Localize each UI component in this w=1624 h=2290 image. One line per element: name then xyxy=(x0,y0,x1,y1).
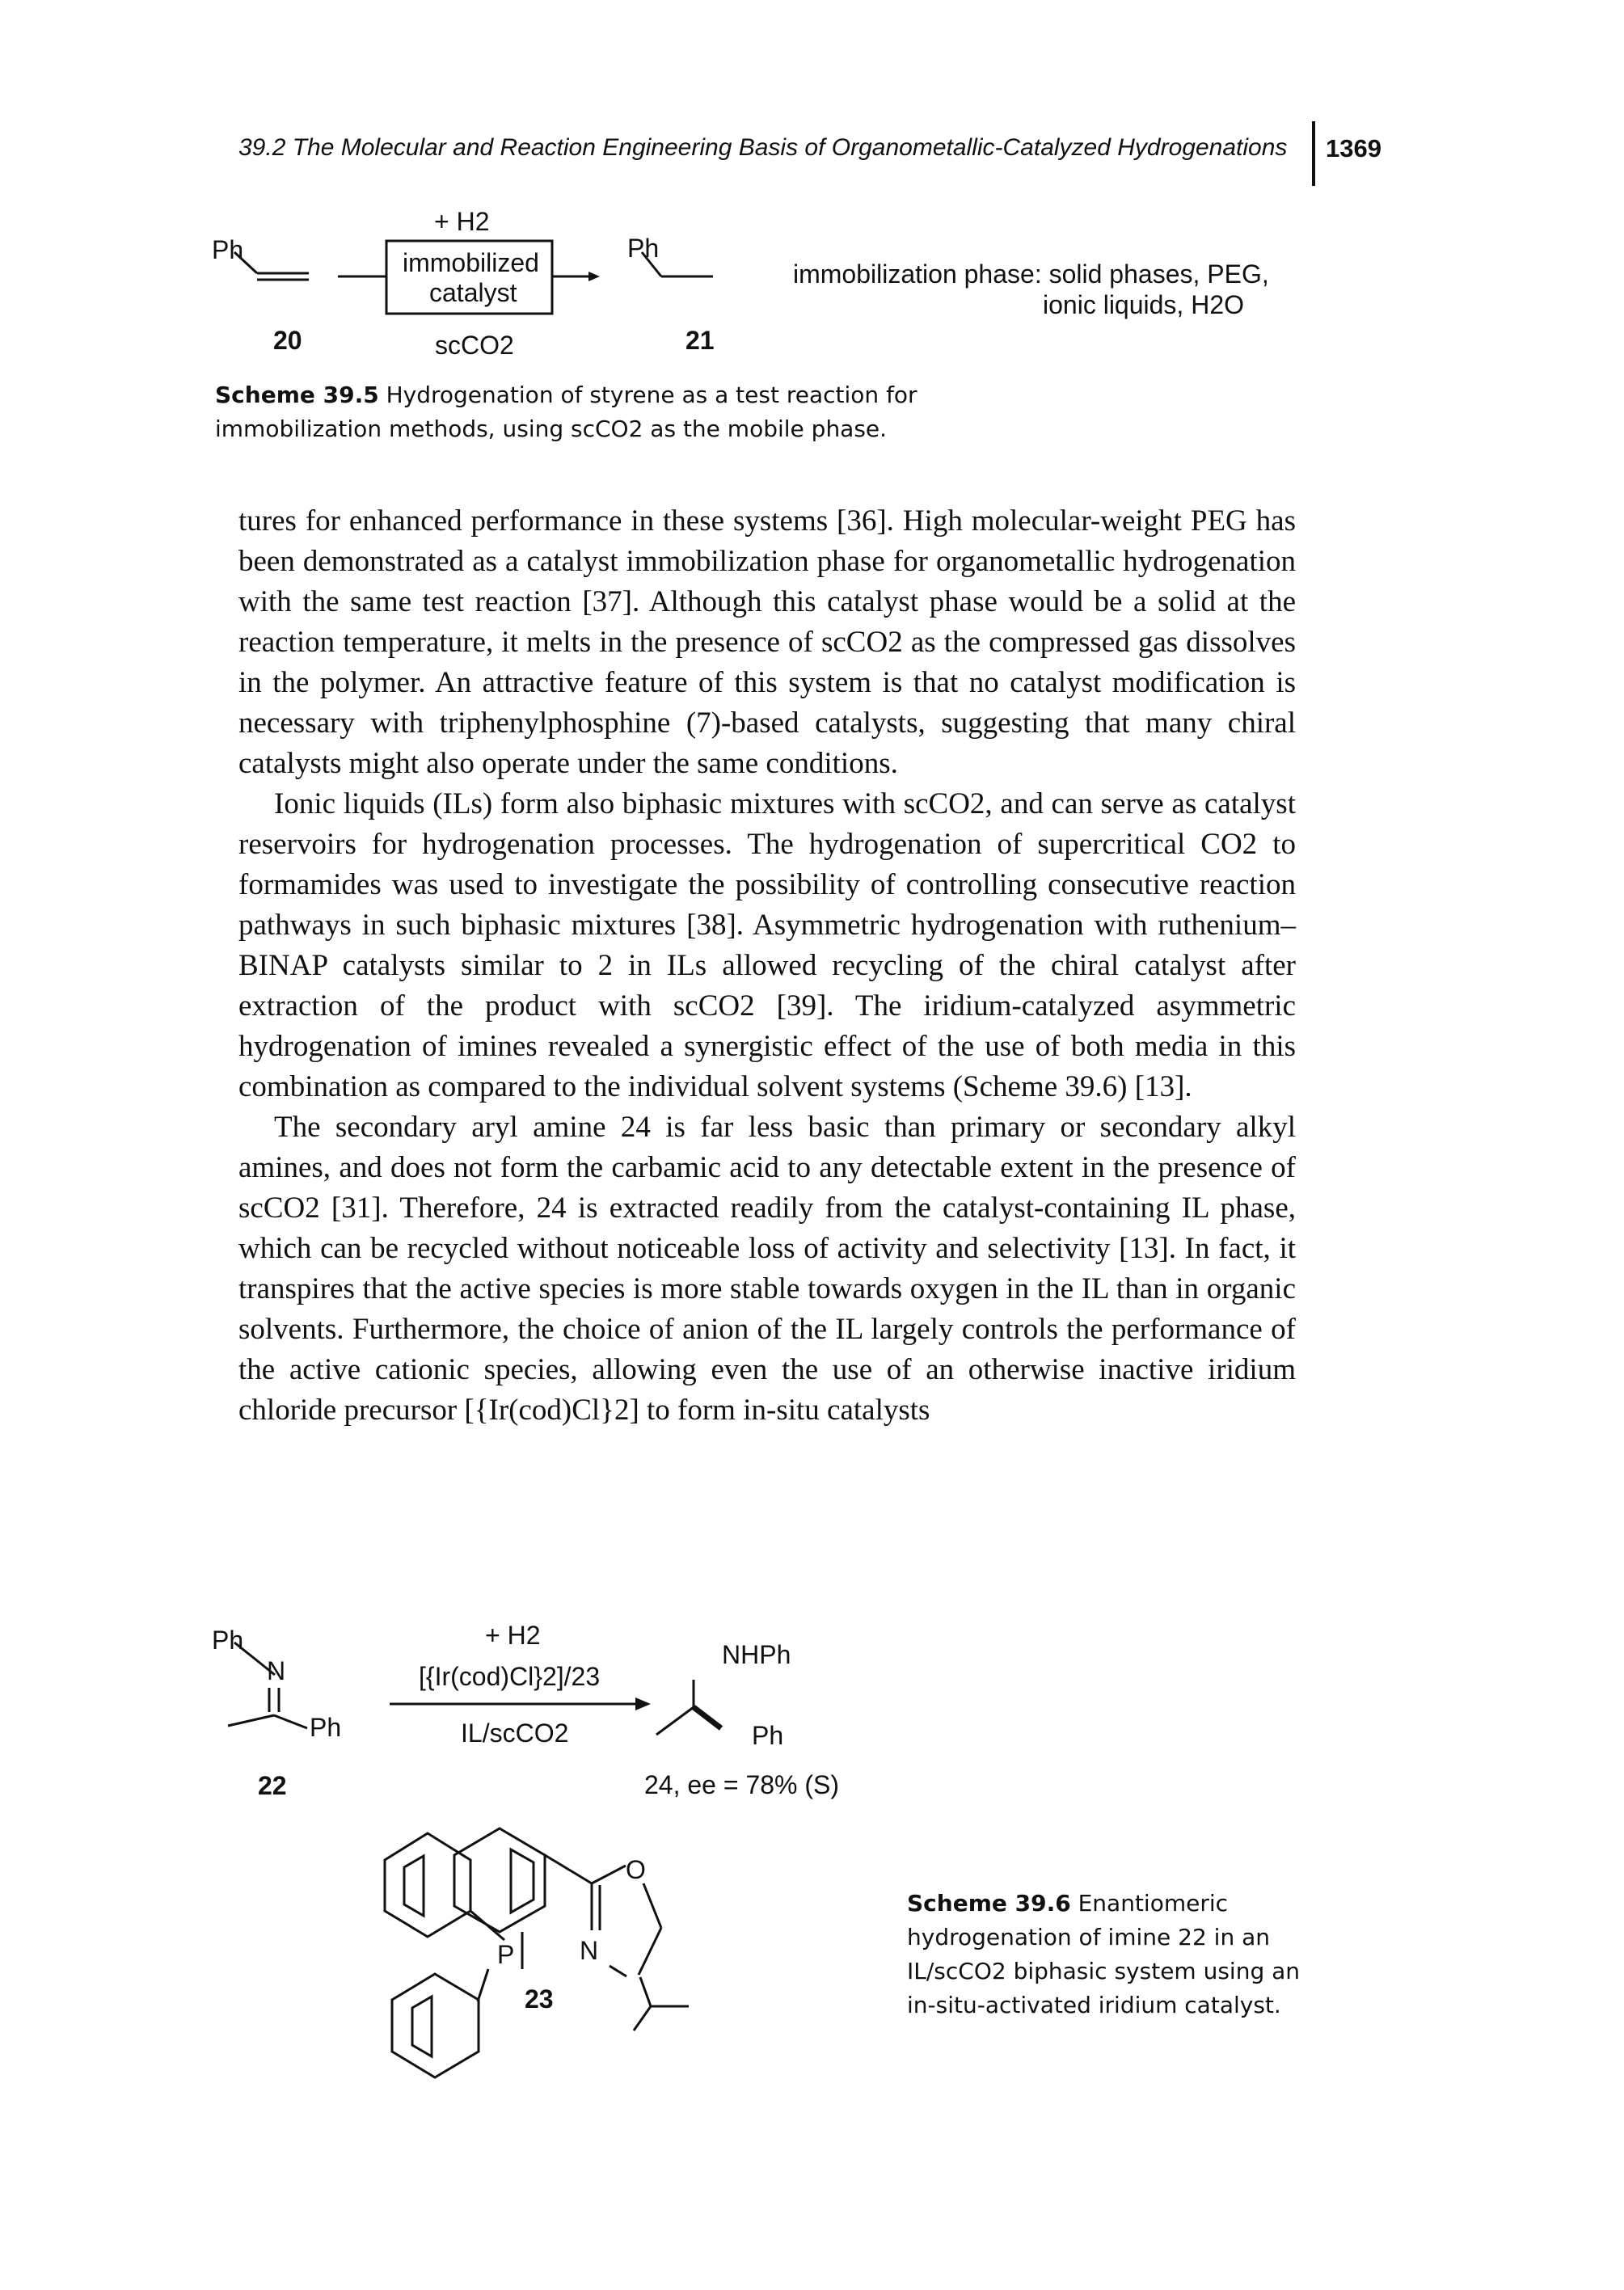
s5-box1: immobilized xyxy=(403,248,539,277)
s6-cat: [{Ir(cod)Cl}2]/23 xyxy=(419,1662,600,1691)
s6-p: P xyxy=(497,1940,514,1969)
page-number: 1369 xyxy=(1326,134,1381,162)
s5-note2: ionic liquids, H2O xyxy=(1043,290,1244,319)
paragraph-1: tures for enhanced performance in these … xyxy=(238,504,1296,780)
body-text: tures for enhanced performance in these … xyxy=(238,501,1296,1431)
s5-sm: Ph xyxy=(212,235,243,264)
header-rule xyxy=(1312,121,1315,186)
s5-box2: catalyst xyxy=(429,278,517,307)
s6-nhph: NHPh xyxy=(722,1640,791,1669)
s5-note1: immobilization phase: solid phases, PEG, xyxy=(793,259,1269,289)
s5-lab20: 20 xyxy=(273,326,302,355)
s6-o: O xyxy=(626,1855,646,1884)
s6-n2: N xyxy=(580,1936,598,1965)
s6-cap-text: Enantiomeric hydrogenation of imine 22 i… xyxy=(907,1890,1301,2018)
s5-lab21: 21 xyxy=(685,326,715,355)
s6-solv: IL/scCO2 xyxy=(461,1719,568,1748)
s6-h2: + H2 xyxy=(485,1621,540,1650)
running-title: 39.2 The Molecular and Reaction Engineer… xyxy=(238,134,1288,161)
s6-lab22: 22 xyxy=(258,1771,287,1800)
s5-h2: + H2 xyxy=(434,207,489,236)
s6-n: N xyxy=(267,1656,285,1685)
s5-cap-label: Scheme 39.5 xyxy=(215,382,379,408)
s6-ph: Ph xyxy=(212,1626,243,1655)
s6-lab24: 24, ee = 78% (S) xyxy=(644,1770,839,1799)
s5-prod: Ph xyxy=(627,234,659,263)
s6-ph3: Ph xyxy=(752,1721,783,1750)
paragraph-2: Ionic liquids (ILs) form also biphasic m… xyxy=(238,787,1296,1103)
paragraph-3: The secondary aryl amine 24 is far less … xyxy=(238,1111,1296,1427)
scheme-39-6-caption: Scheme 39.6 Enantiomeric hydrogenation o… xyxy=(907,1887,1311,2022)
s5-cap-text: Hydrogenation of styrene as a test react… xyxy=(215,382,917,442)
s6-cap-label: Scheme 39.6 xyxy=(907,1890,1071,1917)
s6-lab23: 23 xyxy=(525,1984,554,2014)
s6-ph2: Ph xyxy=(310,1713,341,1742)
s5-sc: scCO2 xyxy=(435,331,514,360)
scheme-39-5-caption: Scheme 39.5 Hydrogenation of styrene as … xyxy=(215,378,943,446)
